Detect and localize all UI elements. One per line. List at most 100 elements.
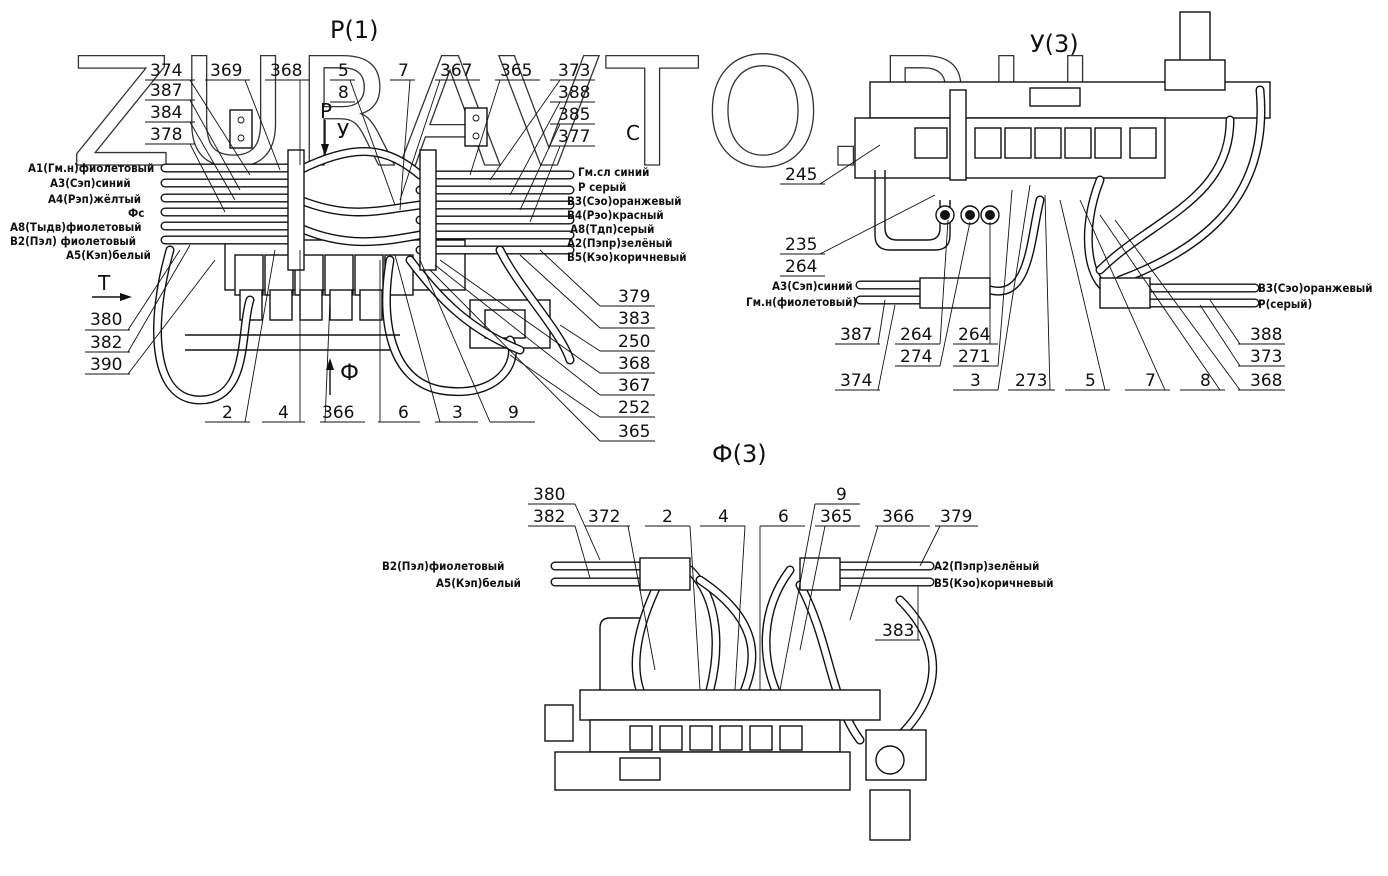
phi-right-label-1: А2(Пэпр)зелёный (934, 559, 1039, 573)
callout: 369 (210, 61, 242, 81)
main-callouts-right: 379 383 250 368 367 252 365 (429, 249, 655, 442)
callout: 388 (1250, 325, 1282, 345)
callout: 368 (1250, 371, 1282, 391)
callout: 274 (900, 347, 932, 367)
y-view-title: У(3) (1030, 30, 1079, 58)
phi-left-label-2: А5(Кэп)белый (436, 576, 521, 590)
callout: 373 (1250, 347, 1282, 367)
callout: 245 (785, 165, 817, 185)
callout: 235 (785, 235, 817, 255)
callout: 377 (558, 127, 590, 147)
callout: 365 (820, 507, 852, 527)
callout: 373 (558, 61, 590, 81)
main-left-label-7: А5(Кэп)белый (66, 248, 151, 262)
y-left-label-1: А3(Сэп)синий (772, 279, 853, 293)
callout: 367 (618, 376, 650, 396)
callout: 388 (558, 83, 590, 103)
callout: 8 (338, 83, 349, 103)
callout: 366 (322, 403, 354, 423)
callout: 9 (508, 403, 519, 423)
y-view-callouts: 245 235 264 387 374 264 274 264 271 3 27… (780, 144, 1285, 391)
main-view: Р(1) Р У С Т Ф (10, 16, 686, 442)
callout: 9 (836, 485, 847, 505)
y-left-label-2: Гм.н(фиолетовый) (746, 295, 857, 309)
y-view: У(3) (746, 11, 1372, 391)
callout: 3 (970, 371, 981, 391)
main-right-label-6: А2(Пэпр)зелёный (567, 236, 672, 250)
callout: 366 (882, 507, 914, 527)
callout: 382 (90, 333, 122, 353)
callout: 384 (150, 103, 182, 123)
main-right-label-5: А8(Тдп)серый (570, 222, 654, 236)
callout: 380 (90, 310, 122, 330)
main-view-title: Р(1) (330, 16, 378, 44)
callout: 368 (618, 354, 650, 374)
callout: 5 (1085, 371, 1096, 391)
callout: 4 (718, 507, 729, 527)
callout: 264 (785, 257, 817, 277)
callout: 250 (618, 332, 650, 352)
callout: 383 (882, 621, 914, 641)
callout: 368 (270, 61, 302, 81)
callout: 380 (533, 485, 565, 505)
main-left-label-4: Фс (128, 206, 144, 220)
callout: 5 (338, 61, 349, 81)
callout: 252 (618, 398, 650, 418)
main-callouts-top: 374 387 384 378 369 368 5 8 7 367 365 37… (145, 61, 595, 223)
callout: 379 (940, 507, 972, 527)
callout: 271 (958, 347, 990, 367)
main-left-label-1: А1(Гм.н)фиолетовый (28, 161, 154, 175)
callout: 372 (588, 507, 620, 527)
phi-view-title: Ф(3) (712, 440, 767, 468)
arrow-letter-t: Т (97, 271, 111, 295)
callout: 387 (150, 81, 182, 101)
phi-view-callouts: 380 382 372 2 4 6 9 365 366 379 383 (528, 485, 978, 691)
callout: 382 (533, 507, 565, 527)
callout: 385 (558, 105, 590, 125)
callout: 7 (398, 61, 409, 81)
callout: 4 (278, 403, 289, 423)
main-curved-hoses (153, 147, 575, 405)
callout: 8 (1200, 371, 1211, 391)
main-right-label-4: В4(Рэо)красный (567, 208, 664, 222)
callout: 6 (398, 403, 409, 423)
main-right-labels: Гм.сл синий Р серый В3(Сэо)оранжевый В4(… (567, 165, 686, 264)
main-right-label-1: Гм.сл синий (578, 165, 649, 179)
main-left-label-3: А4(Рэп)жёлтый (48, 192, 141, 206)
arrow-letter-phi: Ф (340, 361, 359, 386)
callout: 387 (840, 325, 872, 345)
main-left-label-6: В2(Пэл) фиолетовый (10, 234, 136, 248)
y-right-label-1: В3(Сэо)оранжевый (1258, 281, 1372, 295)
main-left-label-5: А8(Тыдв)фиолетовый (10, 220, 141, 234)
callout: 2 (222, 403, 233, 423)
phi-view: Ф(3) В2(Пэл)фиолетовы (382, 440, 1053, 841)
callout: 365 (618, 422, 650, 442)
y-view-labels: А3(Сэп)синий Гм.н(фиолетовый) В3(Сэо)ора… (746, 279, 1372, 311)
callout: 374 (840, 371, 872, 391)
main-callouts-bottom: 2 4 366 6 3 9 (205, 249, 535, 423)
callout: 379 (618, 287, 650, 307)
callout: 264 (958, 325, 990, 345)
main-left-labels: А1(Гм.н)фиолетовый А3(Сэп)синий А4(Рэп)ж… (10, 161, 154, 262)
main-left-hoses (160, 163, 305, 245)
callout: 7 (1145, 371, 1156, 391)
main-right-label-7: В5(Кэо)коричневый (567, 250, 686, 264)
phi-view-labels: В2(Пэл)фиолетовый А5(Кэп)белый А2(Пэпр)з… (382, 559, 1053, 590)
callout: 273 (1015, 371, 1047, 391)
callout: 367 (440, 61, 472, 81)
main-left-label-2: А3(Сэп)синий (50, 176, 131, 190)
phi-left-label-1: В2(Пэл)фиолетовый (382, 559, 504, 573)
phi-right-label-2: В5(Кэо)коричневый (934, 576, 1053, 590)
callout: 365 (500, 61, 532, 81)
callout: 378 (150, 125, 182, 145)
arrow-letter-c: С (626, 121, 640, 145)
main-right-label-3: В3(Сэо)оранжевый (567, 194, 681, 208)
callout: 264 (900, 325, 932, 345)
y-right-label-2: Р(серый) (1258, 297, 1312, 311)
main-right-hoses (415, 170, 575, 255)
arrow-letter-r: Р (320, 99, 332, 123)
callout: 6 (778, 507, 789, 527)
callout: 383 (618, 309, 650, 329)
main-callouts-left: 380 382 390 (85, 244, 216, 375)
